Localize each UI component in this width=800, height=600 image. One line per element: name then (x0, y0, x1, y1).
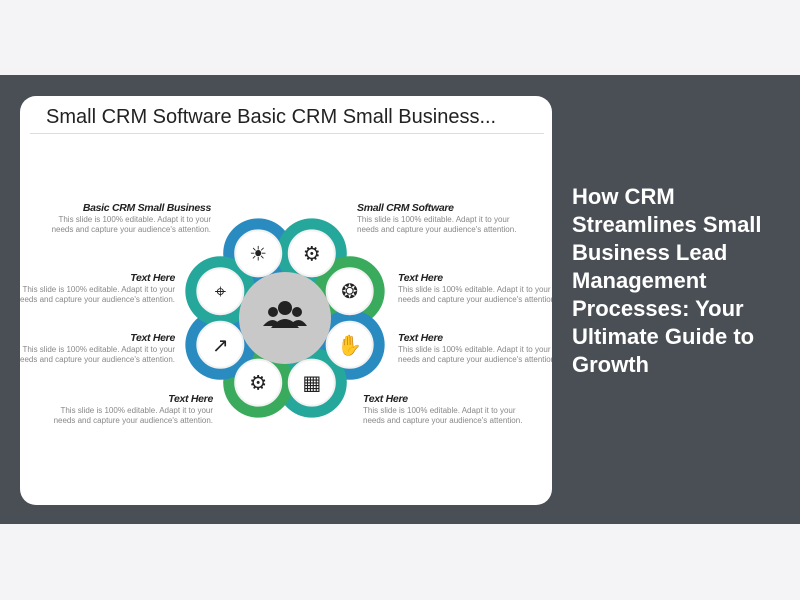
block-heading: Text Here (398, 272, 443, 284)
block-heading: Text Here (130, 332, 175, 344)
block-heading: Text Here (363, 393, 408, 405)
icon-circle (234, 229, 283, 278)
text-block-small-crm: Small CRM Software This slide is 100% ed… (357, 202, 522, 235)
block-text: This slide is 100% editable. Adapt it to… (357, 215, 517, 234)
block-heading: Basic CRM Small Business (82, 202, 211, 214)
icon-circle (196, 320, 245, 369)
block-text: This slide is 100% editable. Adapt it to… (398, 285, 552, 304)
icon-circle (196, 267, 245, 316)
icon-circle (325, 267, 374, 316)
gear-icon: ⚙ (303, 241, 321, 265)
block-text: This slide is 100% editable. Adapt it to… (398, 345, 552, 364)
article-headline: How CRM Streamlines Small Business Lead … (572, 184, 762, 377)
block-text: This slide is 100% editable. Adapt it to… (20, 285, 175, 304)
crm-cycle-diagram: ☀ ⚙ ❂ ✋ ▦ ⚙ ↗ ⌖ (185, 218, 385, 418)
text-block-left-4: Text Here This slide is 100% editable. A… (48, 393, 214, 426)
text-block-basic-crm: Basic CRM Small Business This slide is 1… (46, 202, 212, 235)
text-block-left-2: Text Here This slide is 100% editable. A… (20, 272, 175, 305)
text-block-left-3: Text Here This slide is 100% editable. A… (20, 332, 175, 365)
settings-gear-icon: ⚙ (249, 371, 267, 395)
icon-circle (325, 320, 374, 369)
building-icon: ▦ (302, 371, 321, 395)
lightbulb-idea-icon: ☀ (249, 241, 267, 265)
icon-circle (234, 358, 283, 407)
text-block-right-2: Text Here This slide is 100% editable. A… (398, 272, 552, 305)
center-circle (239, 272, 331, 364)
block-text: This slide is 100% editable. Adapt it to… (51, 215, 211, 234)
block-heading: Text Here (398, 332, 443, 344)
icon-circle (287, 358, 336, 407)
block-text: This slide is 100% editable. Adapt it to… (363, 406, 523, 425)
article-image: Small CRM Software Basic CRM Small Busin… (20, 96, 552, 505)
team-icon (263, 301, 307, 328)
slide-title: Small CRM Software Basic CRM Small Busin… (46, 106, 497, 128)
block-text: This slide is 100% editable. Adapt it to… (53, 406, 213, 425)
handshake-icon: ✋ (337, 333, 362, 357)
lightbulb-icon: ❂ (341, 279, 358, 303)
block-text: This slide is 100% editable. Adapt it to… (20, 345, 175, 364)
target-icon: ⌖ (215, 279, 226, 303)
text-block-right-3: Text Here This slide is 100% editable. A… (398, 332, 552, 365)
text-block-right-4: Text Here This slide is 100% editable. A… (363, 393, 528, 426)
icon-circle (287, 229, 336, 278)
block-heading: Text Here (168, 393, 213, 405)
block-heading: Text Here (130, 272, 175, 284)
block-heading: Small CRM Software (357, 202, 454, 214)
divider (30, 133, 544, 134)
growth-chart-icon: ↗ (212, 333, 229, 357)
